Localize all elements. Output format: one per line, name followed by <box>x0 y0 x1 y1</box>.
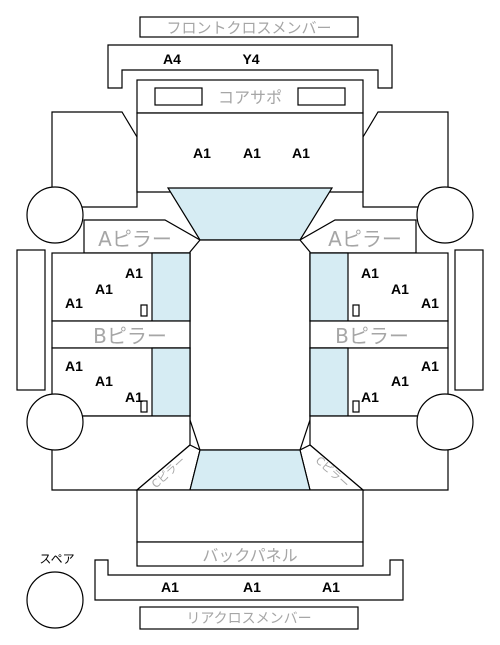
right-front-door-grade-1: A1 <box>361 265 379 281</box>
left-rear-handle <box>140 400 148 413</box>
spare-tire[interactable] <box>26 571 84 629</box>
front-grade-y4: Y4 <box>242 51 259 67</box>
roof-panel[interactable] <box>189 239 311 451</box>
front-left-tire[interactable] <box>26 186 84 244</box>
left-rear-door-grade-2: A1 <box>95 373 113 389</box>
right-rear-handle <box>352 400 360 413</box>
left-rocker-panel[interactable] <box>16 249 46 391</box>
rear-grade-1: A1 <box>161 579 179 595</box>
right-rocker-panel[interactable] <box>454 249 484 391</box>
front-cross-member-label: フロントクロスメンバー <box>166 19 331 37</box>
rear-bumper-area[interactable] <box>94 559 404 601</box>
right-rear-door-grade-2: A1 <box>391 373 409 389</box>
right-front-handle <box>352 304 360 317</box>
rear-right-tire[interactable] <box>416 393 474 451</box>
front-bumper-area[interactable] <box>107 44 393 89</box>
left-rear-door-grade-1: A1 <box>65 358 83 374</box>
rear-cross-member-box[interactable] <box>139 606 359 630</box>
right-rear-door-grade-1: A1 <box>421 358 439 374</box>
rear-window[interactable] <box>189 449 311 491</box>
back-panel-box[interactable] <box>136 541 364 567</box>
hood-grade-1: A1 <box>193 145 211 161</box>
right-rear-window[interactable] <box>309 347 349 417</box>
front-grade-a4: A4 <box>163 51 181 67</box>
rear-grade-2: A1 <box>243 579 261 595</box>
left-b-pillar-label: Bピラー <box>93 324 167 348</box>
right-front-fender[interactable] <box>362 111 449 208</box>
back-panel-label: バックパネル <box>202 546 297 565</box>
rear-grade-3: A1 <box>322 579 340 595</box>
left-front-door-grade-2: A1 <box>95 281 113 297</box>
hood-grade-2: A1 <box>243 145 261 161</box>
right-front-door-grade-3: A1 <box>421 295 439 311</box>
right-b-pillar-label: Bピラー <box>335 324 409 348</box>
left-b-pillar-box[interactable] <box>51 320 191 349</box>
core-support-label: コアサポ <box>218 88 282 107</box>
hood-grade-3: A1 <box>292 145 310 161</box>
right-b-pillar-box[interactable] <box>309 320 449 349</box>
right-rear-door-grade-3: A1 <box>361 389 379 405</box>
windshield[interactable] <box>166 187 334 241</box>
left-rear-window[interactable] <box>151 347 191 417</box>
left-a-pillar-label: Aピラー <box>98 227 172 251</box>
left-front-handle <box>140 304 148 317</box>
right-front-window[interactable] <box>309 252 349 322</box>
right-a-pillar-label: Aピラー <box>328 227 402 251</box>
left-front-door-grade-3: A1 <box>65 295 83 311</box>
hood-panel[interactable] <box>136 112 364 193</box>
spare-label: スペア <box>39 552 74 566</box>
rear-left-tire[interactable] <box>26 393 84 451</box>
left-headlight <box>154 87 203 106</box>
front-right-tire[interactable] <box>416 186 474 244</box>
trunk-lid[interactable] <box>136 489 364 543</box>
left-front-door-grade-1: A1 <box>125 265 143 281</box>
right-front-door-grade-2: A1 <box>391 281 409 297</box>
left-front-window[interactable] <box>151 252 191 322</box>
right-headlight <box>297 87 346 106</box>
left-rear-door-grade-3: A1 <box>125 389 143 405</box>
rear-cross-member-label: リアクロスメンバー <box>186 611 311 627</box>
front-cross-member-box[interactable] <box>139 16 359 38</box>
